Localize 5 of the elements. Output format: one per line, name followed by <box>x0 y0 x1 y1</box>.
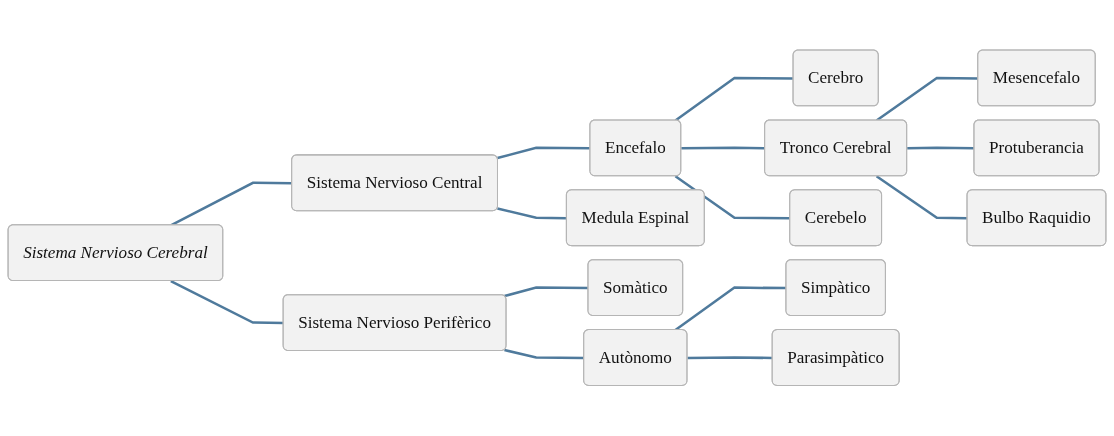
connector <box>687 356 773 360</box>
connector <box>170 280 284 325</box>
connector <box>875 175 968 220</box>
connector <box>497 207 567 220</box>
connector <box>674 76 794 122</box>
